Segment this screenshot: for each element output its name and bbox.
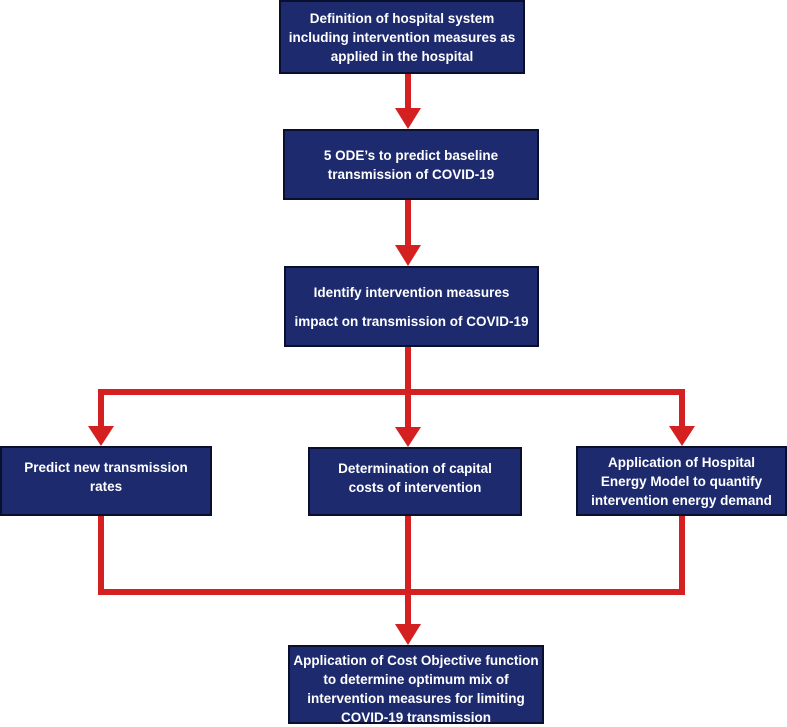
cost-box: Application of Cost Objective function t… (288, 645, 544, 725)
definition-line-3: applied in the hospital (330, 48, 474, 64)
cost-line-1: Application of Cost Objective function (293, 653, 539, 668)
identify-line-1: Identify intervention measures (313, 284, 510, 300)
predict-line-1: Predict new transmission (24, 460, 188, 475)
connector-merge-bar (98, 516, 685, 595)
ode-box: 5 ODE’s to predict baseline transmission… (283, 129, 539, 200)
predict-box: Predict new transmission rates (0, 446, 212, 516)
definition-line-2: including intervention measures as (288, 29, 516, 45)
predict-line-2: rates (89, 479, 123, 494)
ode-line-1: 5 ODE’s to predict baseline (323, 147, 499, 163)
cost-line-3: intervention measures for limiting (307, 691, 525, 706)
energy-line-2: Energy Model to quantify (600, 473, 763, 489)
arrowhead-to-capital (395, 427, 421, 447)
energy-line-1: Application of Hospital (608, 454, 755, 470)
definition-box: Definition of hospital system including … (279, 0, 525, 74)
connector-split-bar (98, 389, 685, 428)
arrowhead-to-energy (669, 426, 695, 446)
capital-line-2: costs of intervention (348, 480, 482, 495)
cost-line-2: to determine optimum mix of (323, 672, 509, 687)
arrowhead-to-predict (88, 426, 114, 446)
ode-line-2: transmission of COVID-19 (327, 166, 495, 182)
cost-line-4: COVID-19 transmission (340, 710, 492, 725)
arrowhead-to-ode (395, 108, 421, 129)
energy-box: Application of Hospital Energy Model to … (576, 446, 787, 516)
arrowhead-to-cost (395, 624, 421, 645)
capital-line-1: Determination of capital (338, 461, 492, 476)
identify-line-2: impact on transmission of COVID-19 (294, 313, 529, 329)
arrowhead-to-identify (395, 245, 421, 266)
energy-line-3: intervention energy demand (591, 492, 772, 508)
definition-line-1: Definition of hospital system (309, 10, 495, 26)
capital-box: Determination of capital costs of interv… (308, 447, 522, 516)
identify-box: Identify intervention measures impact on… (284, 266, 539, 347)
